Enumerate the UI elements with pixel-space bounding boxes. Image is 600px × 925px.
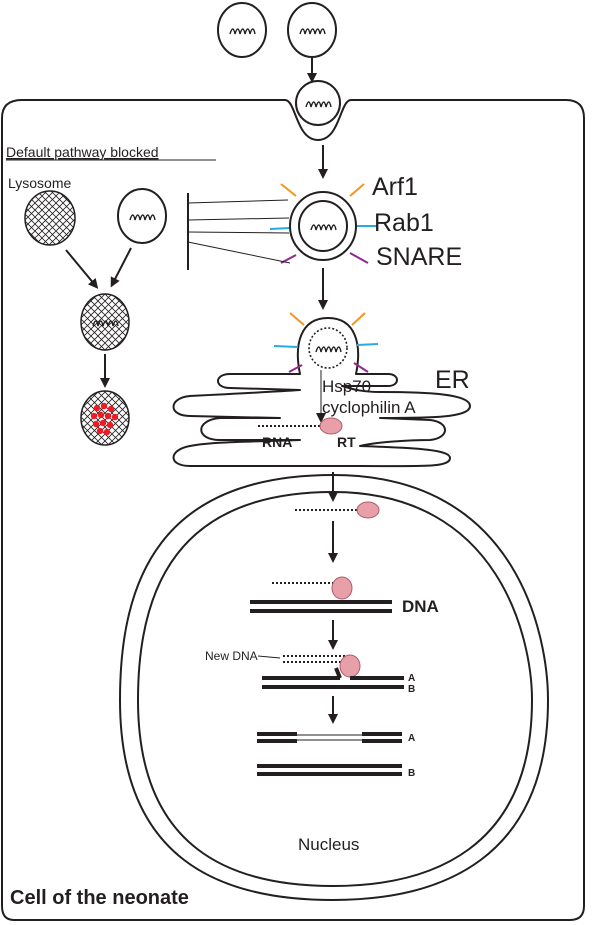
new-dna-pointer xyxy=(257,655,281,659)
label-cyclophilin: cyclophilin A xyxy=(322,398,416,417)
virus-particle-right xyxy=(287,2,337,58)
label-arf1: Arf1 xyxy=(372,173,418,201)
nucleus xyxy=(118,473,550,902)
cell-membrane xyxy=(1,99,585,921)
endosome-with-virus xyxy=(269,183,378,264)
arrow-lysosome-merge xyxy=(65,249,99,289)
virus-particle-default xyxy=(117,188,167,244)
endoplasmic-reticulum xyxy=(172,312,471,468)
label-strand-b1: B xyxy=(408,684,415,695)
integration-complex xyxy=(262,654,404,689)
label-lysosome: Lysosome xyxy=(8,175,72,191)
label-default-pathway: Default pathway blocked xyxy=(6,144,159,160)
block-line xyxy=(187,199,289,204)
integrated-provirus-dna xyxy=(257,732,402,776)
label-strand-b2: B xyxy=(408,768,415,779)
label-rna: RNA xyxy=(262,434,292,450)
label-snare: SNARE xyxy=(376,243,462,271)
label-strand-a2: A xyxy=(408,733,415,744)
virus-budding-in xyxy=(295,80,341,126)
label-dna: DNA xyxy=(402,597,439,616)
label-hsp70: Hsp70 xyxy=(322,377,371,396)
degraded-virus-lysosome xyxy=(80,390,130,446)
lysosome xyxy=(24,190,76,246)
virus-particle-left xyxy=(217,2,267,58)
block-line xyxy=(187,241,291,264)
cell-title: Cell of the neonate xyxy=(10,887,189,909)
rna-rt-complex-cytoplasm xyxy=(258,417,343,435)
label-nucleus: Nucleus xyxy=(298,835,359,854)
block-line xyxy=(187,231,290,234)
lysosome-with-virus xyxy=(80,293,130,351)
arrow-virus-merge xyxy=(110,247,132,288)
block-line xyxy=(187,217,290,221)
label-rab1: Rab1 xyxy=(374,209,434,237)
label-strand-a1: A xyxy=(408,673,415,684)
label-rt: RT xyxy=(337,434,356,450)
rna-rt-complex-nucleus xyxy=(295,501,380,519)
rt-at-host-dna xyxy=(250,576,392,613)
label-new-dna: New DNA xyxy=(205,649,258,663)
label-er: ER xyxy=(435,366,470,394)
